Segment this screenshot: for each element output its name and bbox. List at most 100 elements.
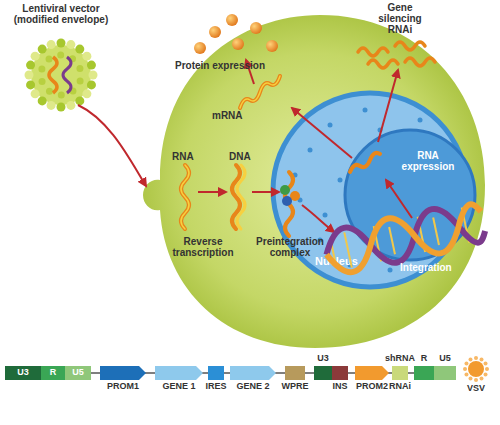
promoter-arrow: PROM2 xyxy=(355,366,389,380)
envelope-protein xyxy=(26,61,35,70)
promoter-arrow xyxy=(100,366,146,380)
segment-fill xyxy=(208,366,224,380)
envelope-protein xyxy=(75,45,84,54)
ltr-segment xyxy=(434,366,456,380)
chromatin-dot xyxy=(388,268,393,273)
vector-particle: Lentiviral vector (modified envelope) xyxy=(5,3,117,115)
wpre-box xyxy=(285,366,305,380)
node-label: RNAi xyxy=(362,382,438,392)
chromatin-dot xyxy=(323,213,328,218)
chromatin-dot xyxy=(308,148,313,153)
vsv-spike xyxy=(464,373,468,377)
transcription-arrow xyxy=(386,180,412,218)
node-label: U3 xyxy=(284,354,362,364)
envelope-protein xyxy=(38,66,45,73)
envelope-protein xyxy=(39,78,46,85)
segment-fill xyxy=(392,366,408,380)
envelope-protein xyxy=(57,39,66,48)
vsv-spike xyxy=(464,362,468,366)
vsv-spike xyxy=(474,378,478,382)
segment-fill xyxy=(285,366,305,380)
preintegration-proteins xyxy=(280,185,300,206)
insulator-box: INS xyxy=(332,366,348,380)
helix-strand xyxy=(322,199,488,276)
vsv-spike xyxy=(485,367,489,371)
segment-fill xyxy=(332,366,348,380)
chromatin-dot xyxy=(328,123,333,128)
rna-strands xyxy=(181,42,435,236)
ltr-segment xyxy=(414,366,434,380)
integration-arrow xyxy=(302,205,334,232)
ltr-segment: R xyxy=(414,366,434,380)
ltr-segment: U3 xyxy=(314,366,332,380)
envelope-protein xyxy=(25,71,34,80)
envelope-protein xyxy=(46,55,53,62)
mrna-highlight xyxy=(240,76,280,108)
gene-arrow xyxy=(155,366,203,380)
envelope-protein xyxy=(76,65,83,72)
vsv-spike xyxy=(484,373,488,377)
vsv-spike xyxy=(463,367,467,371)
export-arrow xyxy=(292,108,352,158)
envelope-protein xyxy=(58,91,65,98)
node-label: PROM1 xyxy=(70,382,176,392)
ltr-segment: R xyxy=(41,366,65,380)
envelope-protein xyxy=(66,101,75,110)
node-label: WPRE xyxy=(255,382,335,392)
vsv-icon: VSV xyxy=(463,356,489,382)
gene-arrow: GENE 2 xyxy=(230,366,276,380)
chromatin-dot xyxy=(418,118,423,123)
shrna-box: shRNARNAi xyxy=(392,366,408,380)
envelope-protein xyxy=(26,80,35,89)
insulator-box xyxy=(332,366,348,380)
vsv-body xyxy=(468,361,484,377)
gene-arrow: GENE 1 xyxy=(155,366,203,380)
process-label: RNA xyxy=(172,151,194,162)
node-label: VSV xyxy=(433,384,500,394)
dna-strand xyxy=(237,165,245,229)
segment-fill xyxy=(434,366,456,380)
flow-arrows xyxy=(78,60,412,232)
envelope-protein xyxy=(31,52,40,61)
node-label: Lentiviral vector (modified envelope) xyxy=(5,3,117,25)
vsv-spike xyxy=(480,377,484,381)
ltr-segment: U5 xyxy=(65,366,91,380)
process-label: DNA xyxy=(229,151,251,162)
node-label: R xyxy=(384,354,464,364)
chromatin-dot xyxy=(338,178,343,183)
ltr-segment: U5 xyxy=(434,366,456,380)
sirna-strand xyxy=(368,60,398,68)
ltr-segment xyxy=(314,366,332,380)
envelope-protein xyxy=(38,45,47,54)
cell-body xyxy=(143,15,485,348)
nucleus-circle: Nucleus xyxy=(270,90,470,290)
genome-strand xyxy=(49,57,57,93)
segment-fill xyxy=(414,366,434,380)
envelope-protein xyxy=(75,96,84,105)
envelope-protein xyxy=(57,103,66,112)
envelope-protein xyxy=(38,96,47,105)
vsv-spike xyxy=(469,357,473,361)
envelope-protein xyxy=(82,52,91,61)
transport-arrow xyxy=(252,191,279,193)
promoter-arrow: PROM1 xyxy=(100,366,146,380)
promoter-arrow xyxy=(355,366,389,380)
rna-strand xyxy=(181,165,189,229)
segment-fill xyxy=(5,366,41,380)
ltr-segment: U3 xyxy=(5,366,41,380)
protein-ball xyxy=(282,196,292,206)
mrna-strand xyxy=(240,76,280,108)
protein-ball xyxy=(280,185,290,195)
wpre-box: WPRE xyxy=(285,366,305,380)
rna-strand-highlight xyxy=(181,165,189,229)
expressed-rna xyxy=(350,153,380,172)
entry-arrow xyxy=(78,105,146,186)
envelope-protein xyxy=(87,80,96,89)
envelope-protein xyxy=(87,61,96,70)
arrow-fill xyxy=(230,366,276,380)
vsv-spike xyxy=(480,357,484,361)
arrow-fill xyxy=(100,366,146,380)
envelope-protein xyxy=(31,89,40,98)
vsv-spike xyxy=(484,362,488,366)
